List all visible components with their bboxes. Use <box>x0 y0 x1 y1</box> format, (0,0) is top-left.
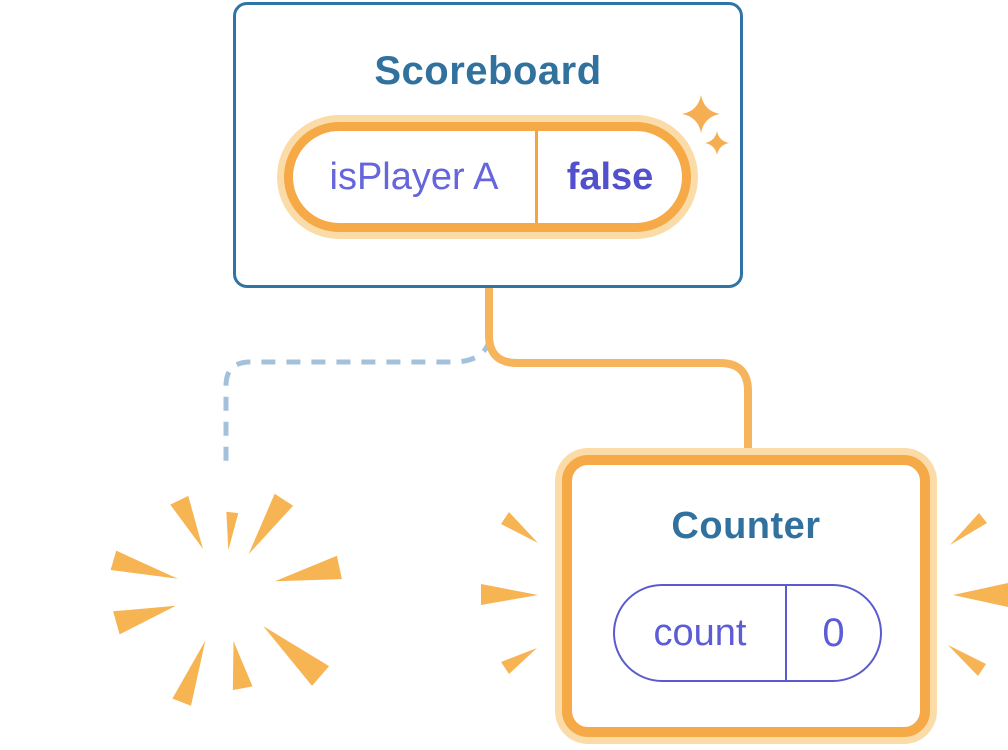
counter-card: Counter count 0 <box>562 455 930 737</box>
count-value-label: 0 <box>822 610 845 655</box>
dashed-connector-line <box>223 338 493 462</box>
orange-connector-line <box>485 285 752 452</box>
destroyed-component-card <box>84 452 364 732</box>
counter-title: Counter <box>671 505 821 547</box>
scoreboard-card: Scoreboard isPlayer A false <box>233 2 743 288</box>
pill-divider <box>535 131 538 223</box>
scoreboard-state-pill: isPlayer A false <box>284 122 691 232</box>
scoreboard-title: Scoreboard <box>374 49 602 93</box>
pill-divider <box>785 586 787 680</box>
destroyed-burst-icon <box>110 493 342 706</box>
count-name-label: count <box>653 611 747 654</box>
state-name-label: isPlayer A <box>329 155 499 198</box>
counter-state-pill: count 0 <box>613 584 882 682</box>
state-value-label: false <box>566 155 654 198</box>
